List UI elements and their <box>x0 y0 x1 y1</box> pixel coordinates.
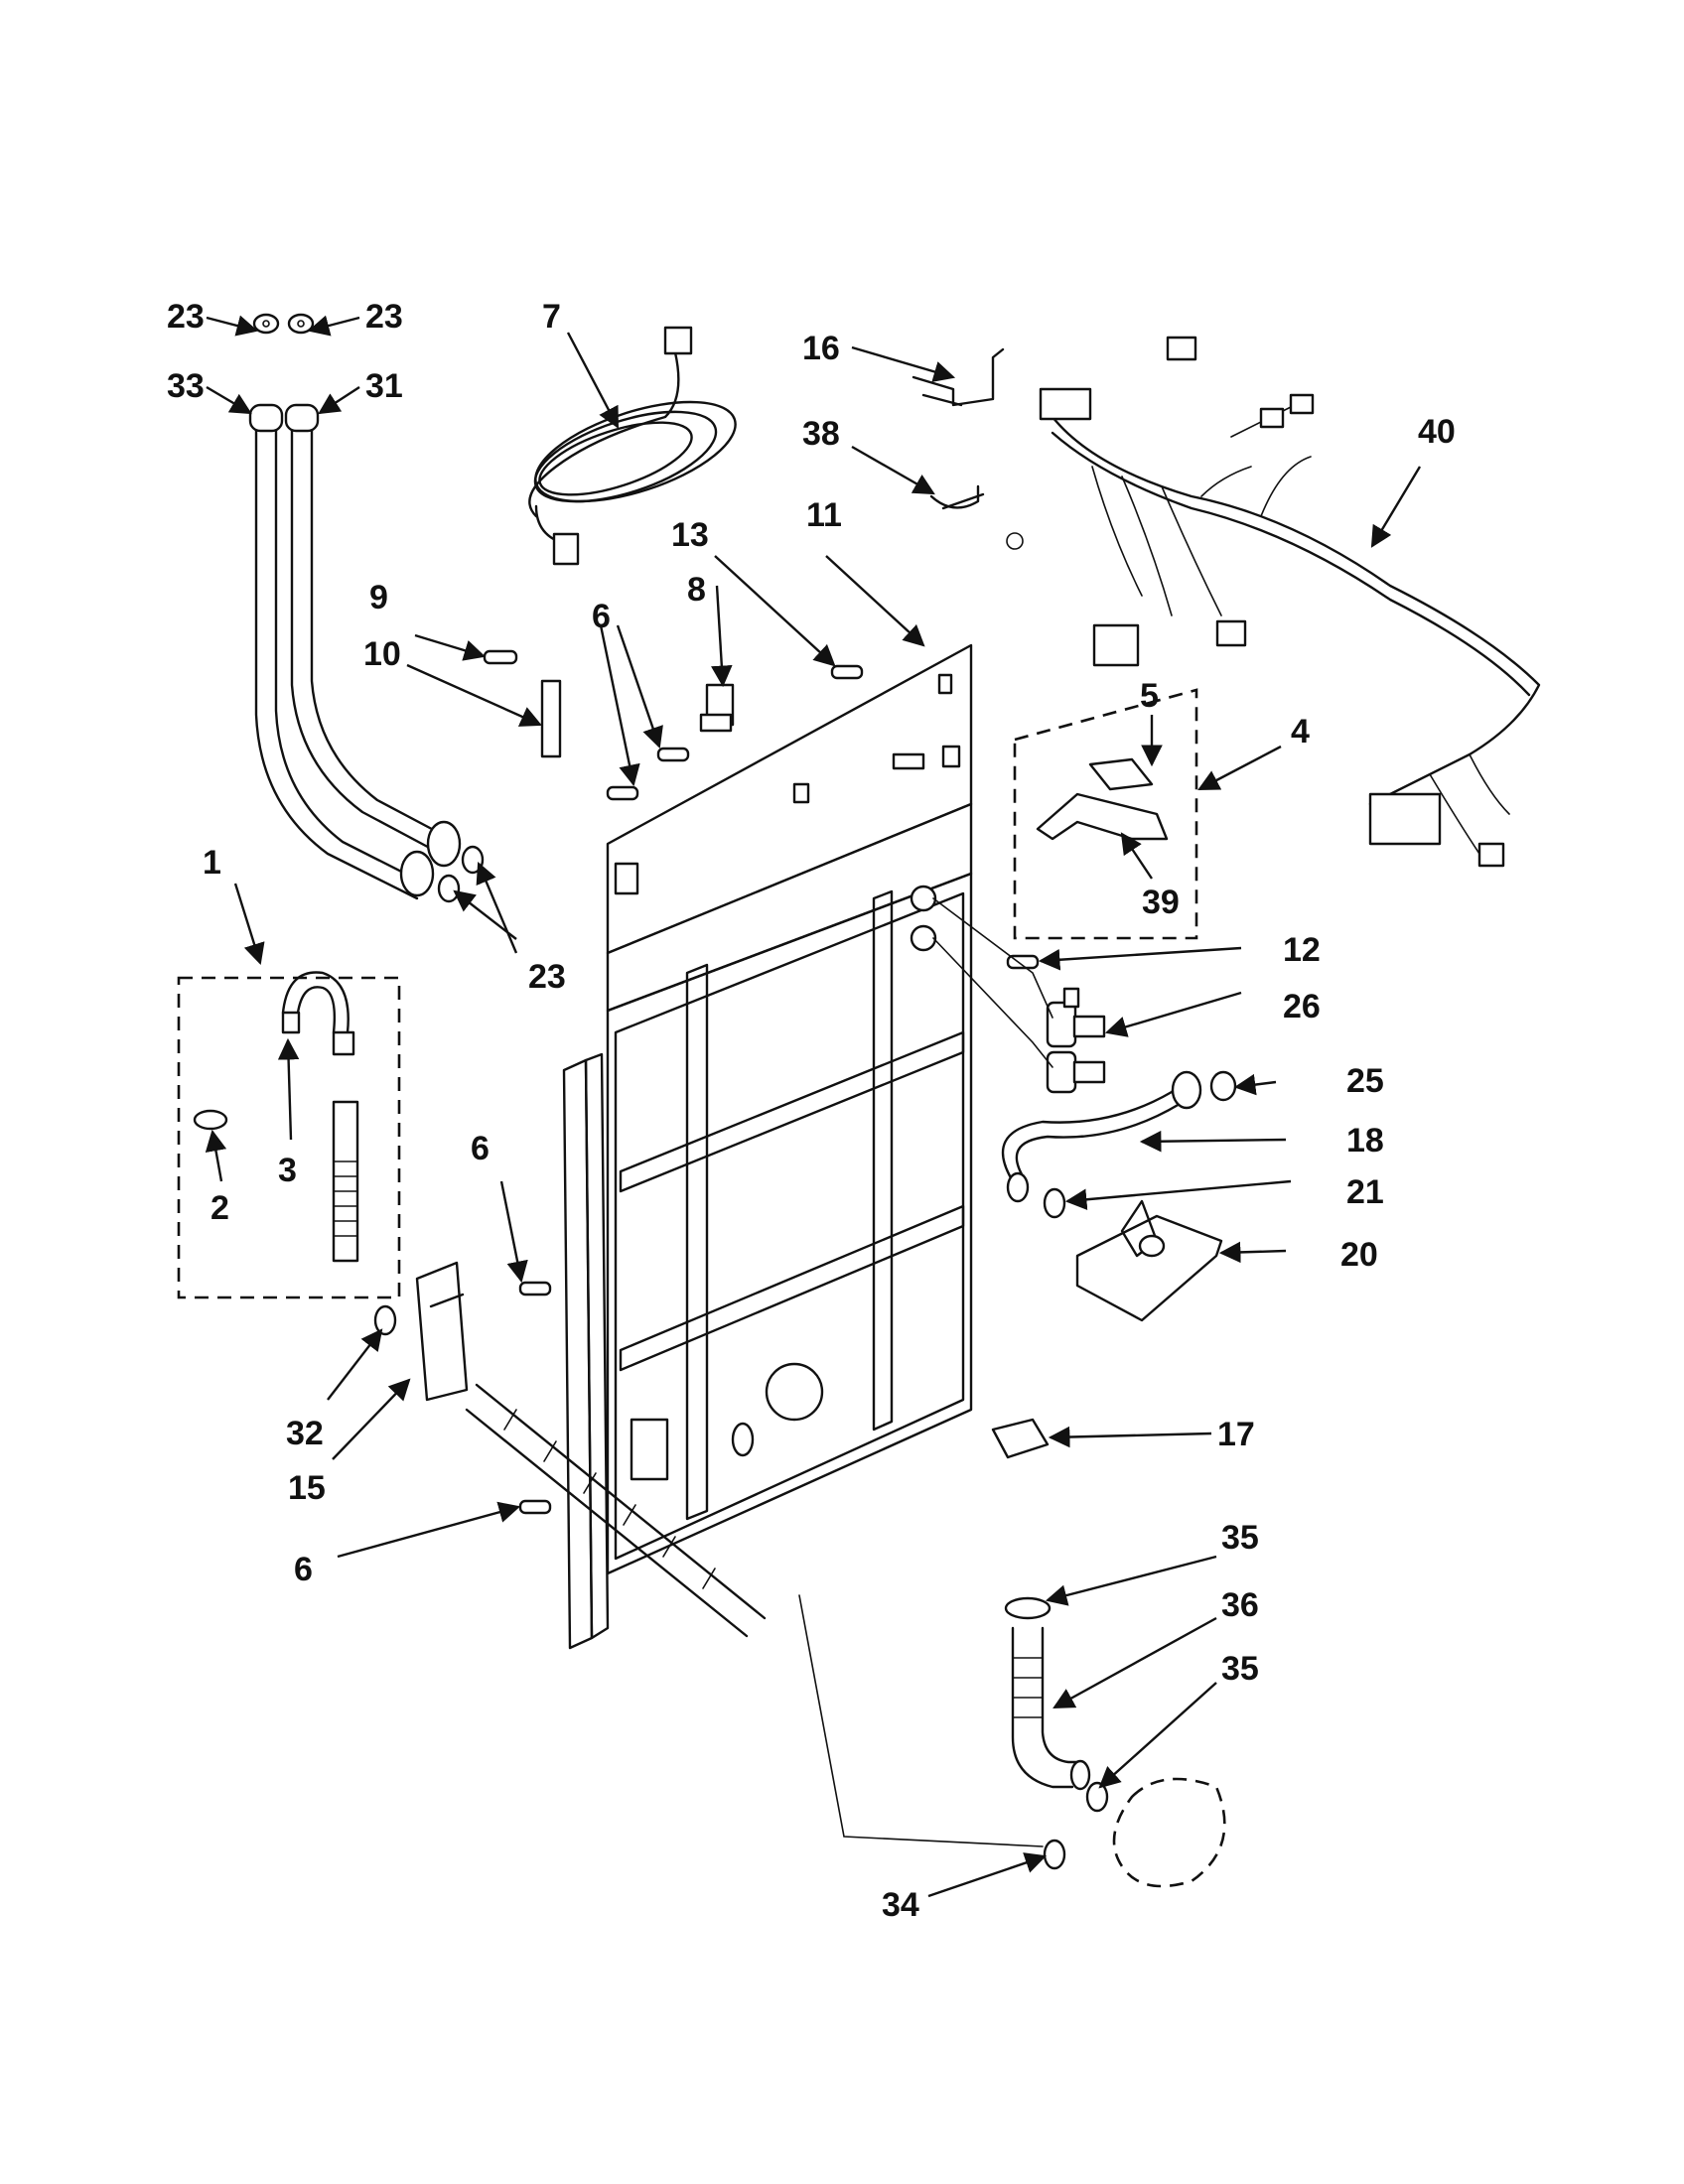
small-parts <box>483 649 1040 1515</box>
callout-34: 34 <box>882 1886 919 1924</box>
bracket-kit <box>1013 688 1198 940</box>
callout-11: 11 <box>806 496 842 534</box>
callout-7: 7 <box>542 298 561 336</box>
callout-35: 35 <box>1221 1650 1259 1688</box>
dispenser <box>1075 1199 1223 1322</box>
callout-6: 6 <box>294 1551 313 1588</box>
callout-labels: 23 23 33 31 7 16 38 40 13 11 8 9 10 6 5 … <box>167 298 1456 1924</box>
callout-2: 2 <box>210 1189 229 1227</box>
callout-3: 3 <box>278 1152 297 1189</box>
callout-13: 13 <box>671 516 709 554</box>
callout-5: 5 <box>1140 677 1159 715</box>
callout-39: 39 <box>1142 884 1180 921</box>
callout-23: 23 <box>365 298 403 336</box>
callout-40: 40 <box>1418 413 1456 451</box>
callout-38: 38 <box>802 415 840 453</box>
fill-hose <box>1001 1070 1237 1219</box>
callout-6: 6 <box>592 598 611 635</box>
inlet-hoses <box>248 403 462 900</box>
callout-35: 35 <box>1221 1519 1259 1557</box>
callout-9: 9 <box>369 579 388 616</box>
wire-harness <box>1006 336 1541 868</box>
callout-26: 26 <box>1283 988 1321 1025</box>
leader-lines <box>205 315 1422 1898</box>
clips <box>912 347 1005 510</box>
water-valve <box>932 897 1106 1094</box>
callout-18: 18 <box>1346 1122 1384 1160</box>
callout-12: 12 <box>1283 931 1321 969</box>
callout-10: 10 <box>363 635 401 673</box>
internal-hose <box>373 1261 1044 1847</box>
callout-17: 17 <box>1217 1416 1255 1453</box>
callout-4: 4 <box>1291 713 1310 751</box>
callout-15: 15 <box>288 1469 326 1507</box>
power-cord <box>528 326 737 566</box>
callout-6: 6 <box>471 1130 490 1167</box>
callout-31: 31 <box>365 367 403 405</box>
callout-23: 23 <box>528 958 566 996</box>
drain-hose-kit <box>177 971 401 1299</box>
side-rail <box>562 1052 610 1650</box>
callout-8: 8 <box>687 571 706 609</box>
callout-16: 16 <box>802 330 840 367</box>
callout-1: 1 <box>203 844 221 882</box>
access-cover <box>991 1418 1050 1459</box>
callout-23: 23 <box>167 298 205 336</box>
rear-panel <box>606 643 973 1575</box>
callout-36: 36 <box>1221 1586 1259 1624</box>
drain-hose <box>1004 1596 1226 1888</box>
callout-32: 32 <box>286 1415 324 1452</box>
callout-25: 25 <box>1346 1062 1384 1100</box>
callout-21: 21 <box>1346 1173 1384 1211</box>
callout-20: 20 <box>1340 1236 1378 1274</box>
callout-33: 33 <box>167 367 205 405</box>
